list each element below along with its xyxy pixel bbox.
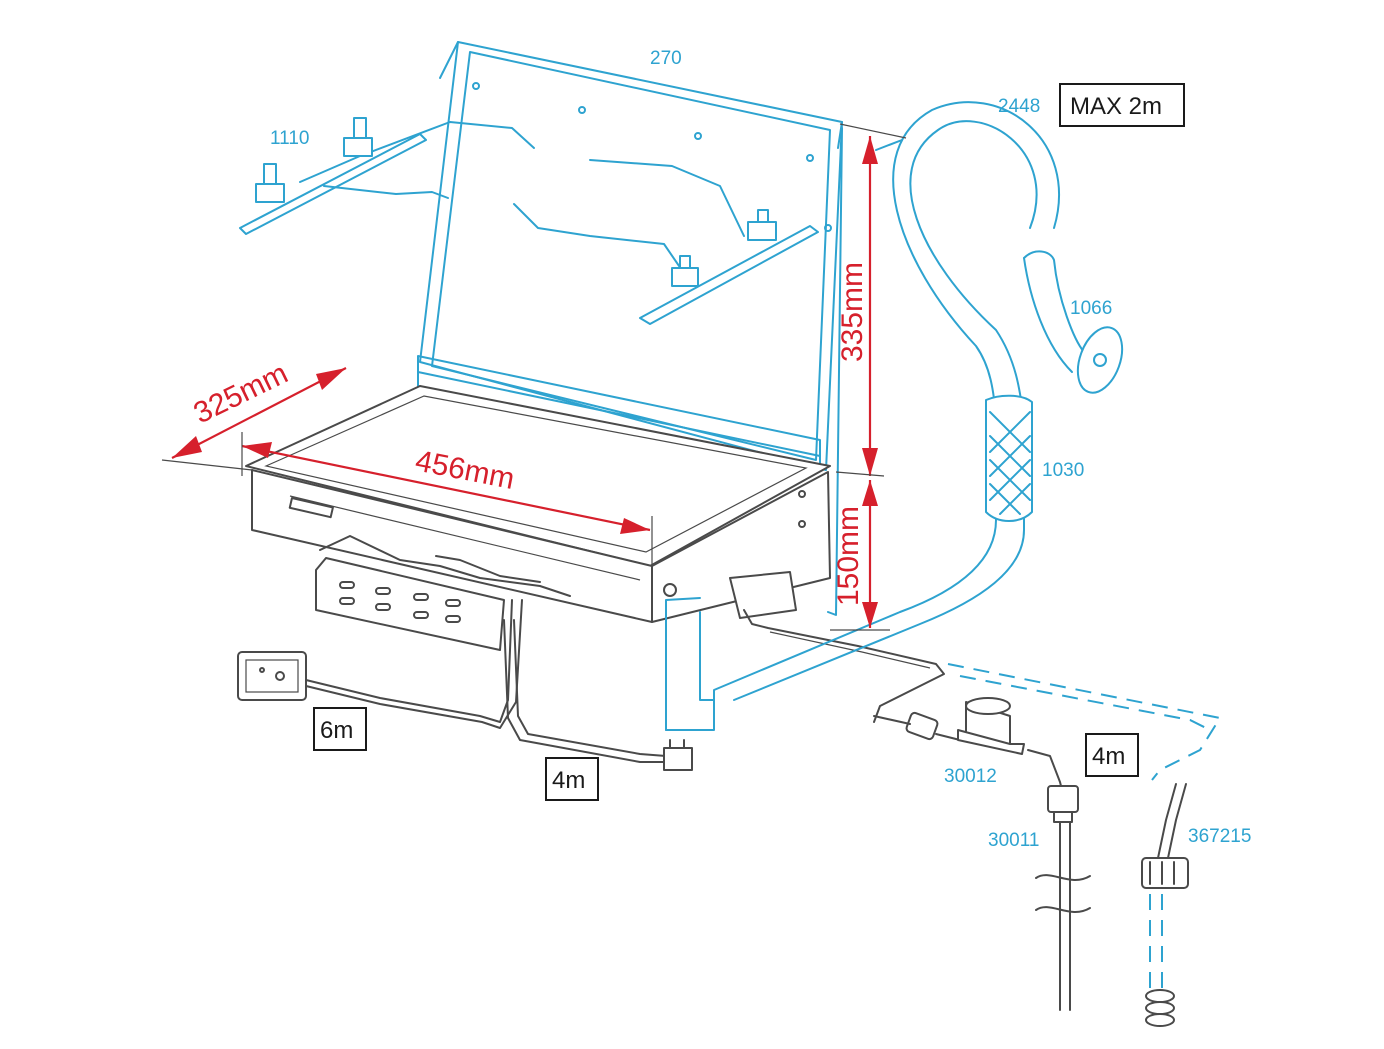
return-pipe-367215 bbox=[1141, 783, 1189, 1027]
dim-height-150 bbox=[830, 480, 890, 631]
power-cable bbox=[503, 619, 693, 771]
label-part-2448: 2448 bbox=[998, 96, 1040, 117]
box-max-2m: MAX 2m bbox=[1059, 83, 1185, 127]
duct-flange-1066 bbox=[1023, 250, 1124, 394]
svg-text:4m: 4m bbox=[552, 767, 585, 794]
dim-width-456 bbox=[241, 432, 653, 566]
water-line bbox=[947, 663, 1222, 990]
label-part-270: 270 bbox=[650, 48, 682, 69]
label-part-30012: 30012 bbox=[944, 766, 997, 787]
dim-height-335 bbox=[835, 123, 907, 477]
valve-assembly bbox=[729, 571, 945, 723]
svg-text:4m: 4m bbox=[1092, 743, 1125, 770]
control-box bbox=[315, 535, 571, 651]
box-4m-power: 4m bbox=[545, 757, 599, 801]
label-part-1110: 1110 bbox=[270, 128, 309, 149]
grill-rack-right bbox=[513, 159, 819, 325]
box-4m-water: 4m bbox=[1085, 733, 1139, 777]
label-height-335: 335mm bbox=[836, 262, 869, 362]
filter-30012-assembly bbox=[873, 697, 1025, 755]
svg-text:6m: 6m bbox=[320, 717, 353, 744]
box-6m: 6m bbox=[313, 707, 367, 751]
label-height-150: 150mm bbox=[832, 506, 865, 606]
duct-sleeve-1030 bbox=[985, 394, 1033, 522]
label-depth-325: 325mm bbox=[189, 357, 293, 431]
label-part-1066: 1066 bbox=[1070, 298, 1112, 319]
label-part-1030: 1030 bbox=[1042, 460, 1084, 481]
dim-depth-325 bbox=[161, 367, 347, 471]
grill-rack-left-1110 bbox=[239, 117, 535, 235]
label-part-367215: 367215 bbox=[1188, 826, 1251, 847]
exhaust-duct-2448 bbox=[665, 101, 1060, 731]
label-part-30011: 30011 bbox=[988, 830, 1039, 851]
suction-pipe-30011 bbox=[1027, 749, 1091, 1011]
control-panel bbox=[237, 599, 523, 729]
svg-text:MAX 2m: MAX 2m bbox=[1070, 93, 1162, 120]
